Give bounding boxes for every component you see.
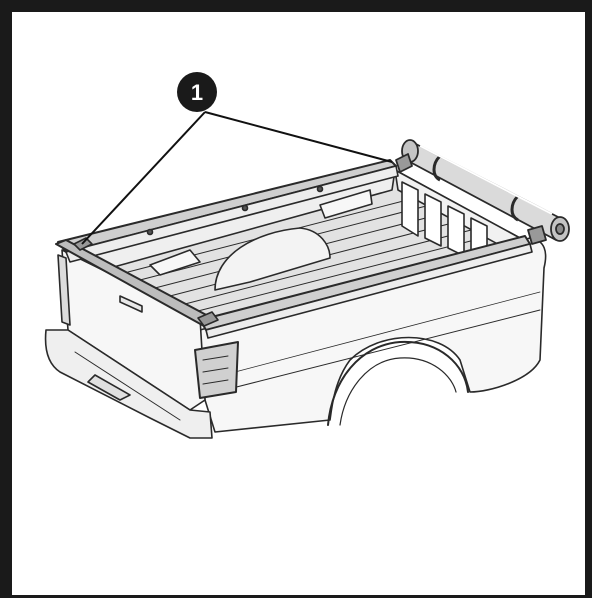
callout-number: 1 — [191, 80, 203, 105]
callout-marker: 1 — [177, 72, 217, 112]
callout-circle-icon — [177, 72, 217, 112]
callout-leader-lines — [81, 111, 393, 245]
rolled-tonneau-cover-icon — [395, 139, 570, 245]
pickup-truck-bed-icon — [44, 159, 547, 439]
